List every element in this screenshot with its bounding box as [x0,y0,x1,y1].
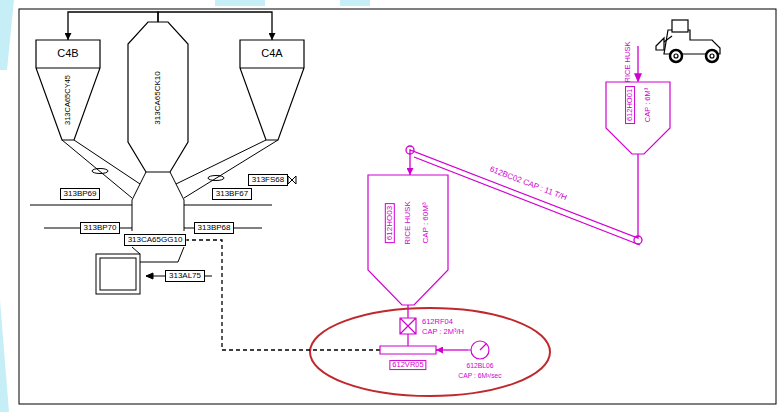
node-text: 612HO03 [385,203,395,243]
flow-line [407,305,408,316]
highlight-ellipse [310,308,550,396]
riser-tag: 313CA65GG10 [124,234,187,246]
kiln-inlet [96,254,212,294]
blower-fan-outline [468,341,489,359]
node-text: C4B [57,48,78,60]
dashed-duct [186,240,380,350]
cyclone: C4B 313CA65CY45 [36,40,100,140]
preheater-ducting-part [288,176,296,184]
flow-line [407,338,408,344]
node-text: RICE HUSK [404,201,412,245]
hopper-outline [606,82,670,154]
preheater-ducting-part [30,205,272,228]
cyclone-outline [36,40,100,140]
rotary-feeder: 612RF04CAP : 2M³/H [400,316,490,338]
watermark-part [215,0,265,6]
node-text: 313BP68 [198,224,231,232]
silo: 612HO03 RICE HUSK CAP : 60M³ [368,175,448,305]
equipment-tag: 313BP69 [60,188,101,200]
rice-husk-feed-part [635,74,641,81]
conveyor-label: 612BC02 CAP : 11 T/H [486,164,569,203]
silo-outline [368,175,448,305]
node-text: 313BP70 [84,224,117,232]
node-text: 313CA65GG10 [128,236,183,244]
equipment-tag: 313BP70 [80,222,121,234]
node-text: CAP : 2M³/H [422,328,464,336]
wheel-loader [656,20,720,62]
blower-fan: 612BL06CAP : 6M³/sec [468,339,558,383]
rotary-feeder-outline [400,316,416,338]
hopper-outline [606,82,670,154]
equipment-tag: 313FS68 [248,174,288,186]
mixing-tee: 612VR05 [380,344,436,374]
preheater-ducting-part [92,169,108,174]
watermark-part [0,0,14,70]
wheel-loader-part [710,54,714,58]
wheel-loader-part [670,50,682,62]
calciner: 313CA65CK10 [128,22,188,172]
kiln-inlet-part [146,273,153,279]
node-text: 313CA65CK10 [154,71,162,124]
flow-line [436,349,468,350]
node-text: 612RF04 [422,318,453,326]
watermark-part [340,0,370,6]
wheel-loader-part [672,20,688,32]
node-text: 313CA65CY45 [64,75,72,125]
node-text: 313BF67 [216,190,248,198]
node-text: CAP : 6M³/sec [458,372,501,379]
stream-label: RICE HUSK [624,42,632,83]
node-text: C4A [261,48,282,60]
watermark-part [0,300,9,412]
hopper: 612HO01 CAP : 6M³ [606,82,670,154]
node-text: CAP : 6M³ [644,88,652,122]
kiln-inlet-part [96,254,140,294]
node-text: CAP : 60M³ [422,202,430,243]
node-text: 313BP69 [64,190,97,198]
equipment-tag: 313BP68 [194,222,235,234]
node-text: 612HO01 [625,86,635,124]
node-text: 612BL06 [466,362,493,369]
preheater-ducting-part [208,176,224,181]
node-text: 612VR05 [389,360,426,370]
cyclone-outline [240,40,304,140]
equipment-tag: 313AL75 [165,270,205,282]
mixing-tee-outline [380,344,436,354]
drawing-frame [19,9,776,404]
wheel-loader-part [674,54,678,58]
wheel-loader-part [664,36,672,42]
rice-husk-feed-part [637,46,638,76]
kiln-inlet-part [100,258,136,290]
wheel-loader-part [706,50,718,62]
preheater-ducting-part [132,172,184,231]
node-text: 313FS68 [252,176,284,184]
cyclone: C4A [240,40,304,140]
wheel-loader-part [656,38,664,50]
calciner-outline [128,22,188,172]
node-text: 313AL75 [169,272,201,280]
equipment-tag: 313BF67 [212,188,252,200]
